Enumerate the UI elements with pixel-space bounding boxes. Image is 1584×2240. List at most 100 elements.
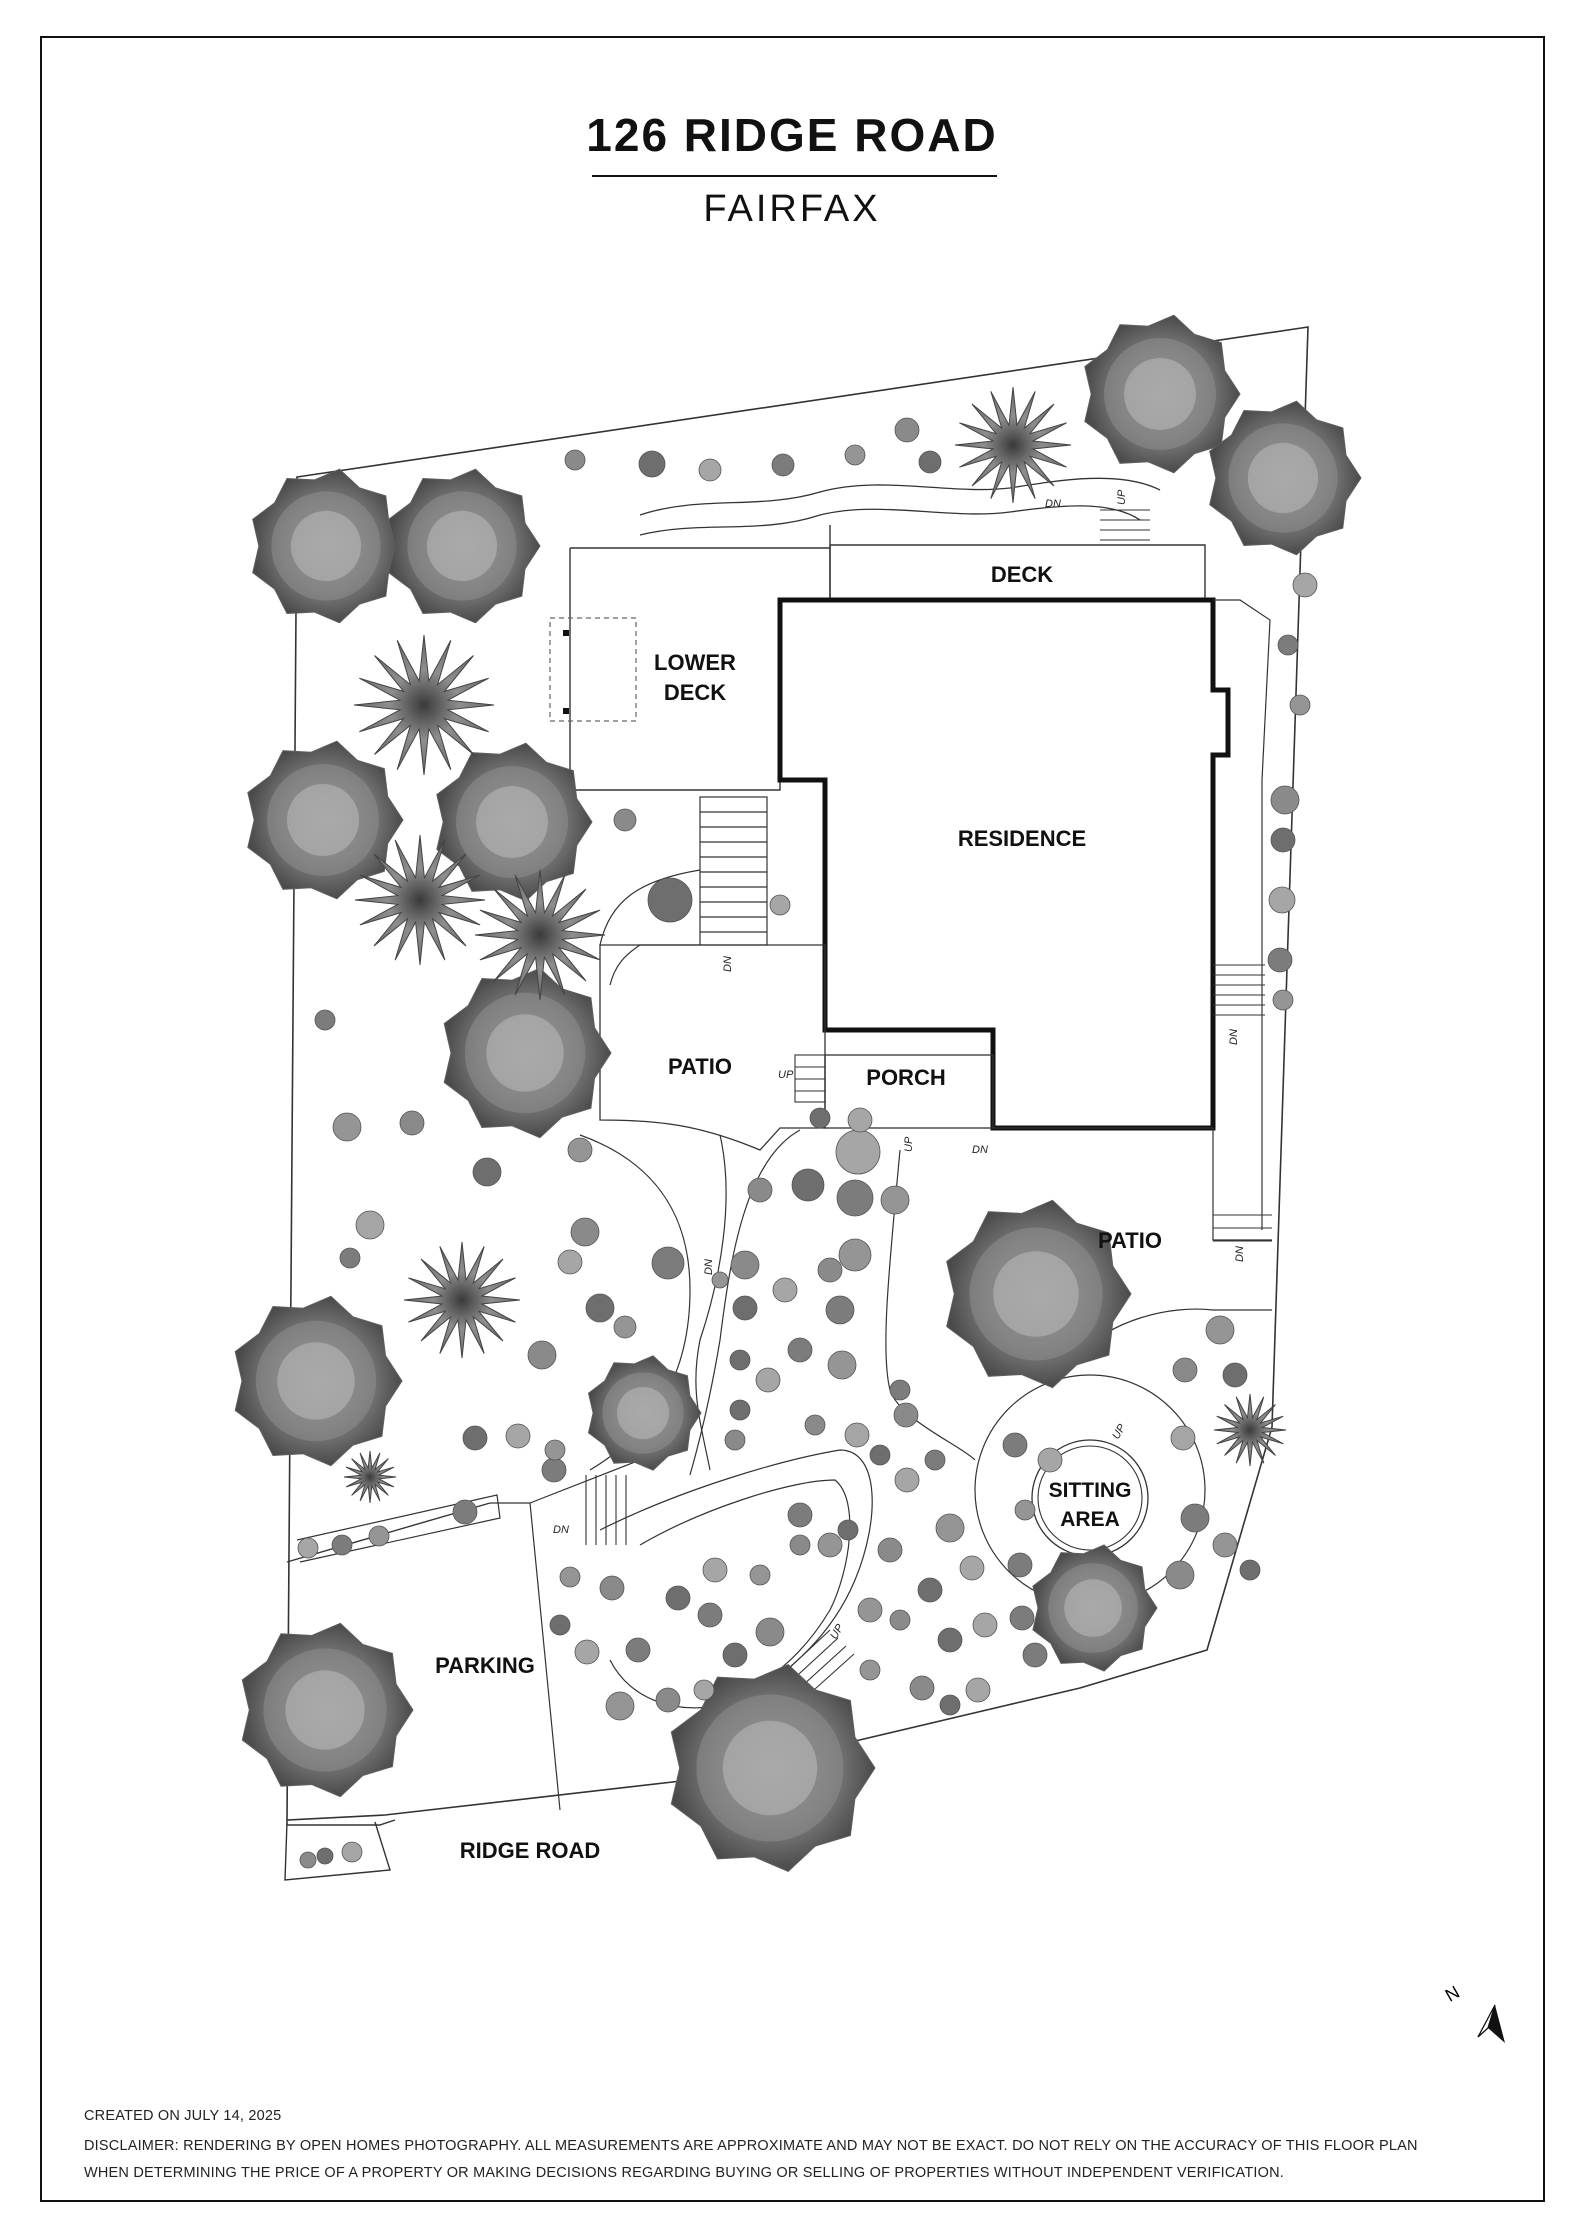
tree-icon: [1209, 400, 1362, 556]
shrub-icon: [564, 449, 586, 471]
shrub-icon: [462, 1425, 488, 1451]
shrub-icon: [299, 1851, 317, 1869]
patio-curved-edge: [599, 869, 701, 946]
shrub-icon: [399, 1110, 425, 1136]
driveway-left: [286, 1819, 396, 1826]
label-patio-right: PATIO: [1098, 1228, 1162, 1253]
shrub-icon: [625, 1637, 651, 1663]
stair-mark-up: UP: [903, 1136, 915, 1152]
tree-icon: [1084, 314, 1241, 474]
shrub-icon: [585, 1293, 615, 1323]
shrub-icon: [827, 1350, 857, 1380]
shrub-icon: [613, 1315, 637, 1339]
shrub-icon: [1270, 785, 1300, 815]
tree-icon: [587, 1355, 702, 1471]
shrub-icon: [1270, 827, 1296, 853]
stair-mark-dn: DN: [722, 956, 734, 972]
shrub-icon: [732, 1295, 758, 1321]
shrub-icon: [1292, 572, 1318, 598]
east-stairs: [1213, 964, 1265, 1016]
vegetation: [234, 314, 1362, 1872]
shrub-icon: [332, 1112, 362, 1142]
garden-path-left: [695, 1134, 727, 1471]
shrub-icon: [1180, 1503, 1210, 1533]
tree-icon: [1032, 1544, 1158, 1672]
page-title: 126 RIDGE ROAD: [586, 109, 998, 161]
shrub-icon: [702, 1557, 728, 1583]
palm-tree-icon: [343, 1450, 397, 1504]
shrub-icon: [557, 1249, 583, 1275]
shrub-icon: [574, 1639, 600, 1665]
shrub-icon: [1165, 1560, 1195, 1590]
created-date: CREATED ON JULY 14, 2025: [84, 2108, 282, 2124]
label-deck: DECK: [991, 562, 1053, 587]
shrub-icon: [837, 1519, 859, 1541]
tree-icon: [670, 1664, 876, 1872]
shrub-icon: [959, 1555, 985, 1581]
entry-stairs: [585, 1475, 627, 1545]
tree-icon: [252, 468, 405, 624]
garden-path-sitting: [885, 1149, 976, 1461]
shrub-icon: [316, 1847, 334, 1865]
shrub-icon: [787, 1502, 813, 1528]
shrub-icon: [698, 458, 722, 482]
shrub-icon: [1277, 634, 1299, 656]
label-sitting-line1: SITTING: [1049, 1479, 1132, 1502]
shrub-icon: [567, 1137, 593, 1163]
shrub-icon: [339, 1247, 361, 1269]
property-boundary: [286, 326, 1309, 1821]
shrub-icon: [836, 1179, 874, 1217]
road-planter: [284, 1821, 391, 1881]
disclaimer-line-2: WHEN DETERMINING THE PRICE OF A PROPERTY…: [84, 2165, 1284, 2181]
shrub-icon: [1002, 1432, 1028, 1458]
shrub-icon: [844, 444, 866, 466]
tree-icon: [234, 1295, 403, 1467]
shrub-icon: [909, 1675, 935, 1701]
tree-icon: [247, 740, 404, 900]
lower-deck-post: [563, 708, 569, 714]
shrub-icon: [570, 1217, 600, 1247]
shrub-icon: [804, 1414, 826, 1436]
shrub-icon: [791, 1168, 825, 1202]
label-lower-deck-line1: LOWER: [654, 650, 736, 675]
shrub-icon: [889, 1379, 911, 1401]
garden-path-right: [689, 1129, 801, 1476]
shrub-icon: [877, 1537, 903, 1563]
stair-mark-dn: DN: [553, 1524, 569, 1536]
shrub-icon: [505, 1423, 531, 1449]
stair-mark-dn: DN: [1045, 498, 1061, 510]
shrub-icon: [1037, 1447, 1063, 1473]
label-sitting-line2: AREA: [1060, 1508, 1120, 1531]
shrub-icon: [772, 1277, 798, 1303]
sitting-area-inner: [1037, 1445, 1143, 1551]
tree-icon: [388, 468, 541, 624]
shrub-icon: [1172, 1357, 1198, 1383]
shrub-icon: [789, 1534, 811, 1556]
north-label: N: [1442, 1982, 1463, 2006]
shrub-icon: [729, 1349, 751, 1371]
shrub-icon: [697, 1602, 723, 1628]
shrub-icon: [817, 1532, 843, 1558]
shrub-icon: [1239, 1559, 1261, 1581]
shrub-icon: [655, 1687, 681, 1713]
shrub-icon: [924, 1449, 946, 1471]
palm-tree-icon: [1213, 1393, 1287, 1467]
stair-mark-dn: DN: [972, 1144, 988, 1156]
shrub-icon: [769, 894, 791, 916]
disclaimer-line-1: DISCLAIMER: RENDERING BY OPEN HOMES PHOT…: [84, 2138, 1418, 2154]
shrub-icon: [857, 1597, 883, 1623]
shrub-icon: [1205, 1315, 1235, 1345]
label-patio-left: PATIO: [668, 1054, 732, 1079]
shrub-icon: [549, 1614, 571, 1636]
shrub-icon: [1022, 1642, 1048, 1668]
palm-tree-icon: [474, 869, 606, 1001]
stair-mark-up: UP: [1116, 489, 1128, 505]
top-stairs: [1100, 509, 1150, 541]
shrub-icon: [894, 1467, 920, 1493]
shrub-icon: [729, 1399, 751, 1421]
stairs-lower-deck: [699, 796, 768, 946]
shrub-icon: [1272, 989, 1294, 1011]
shrub-icon: [665, 1585, 691, 1611]
shrub-icon: [651, 1246, 685, 1280]
